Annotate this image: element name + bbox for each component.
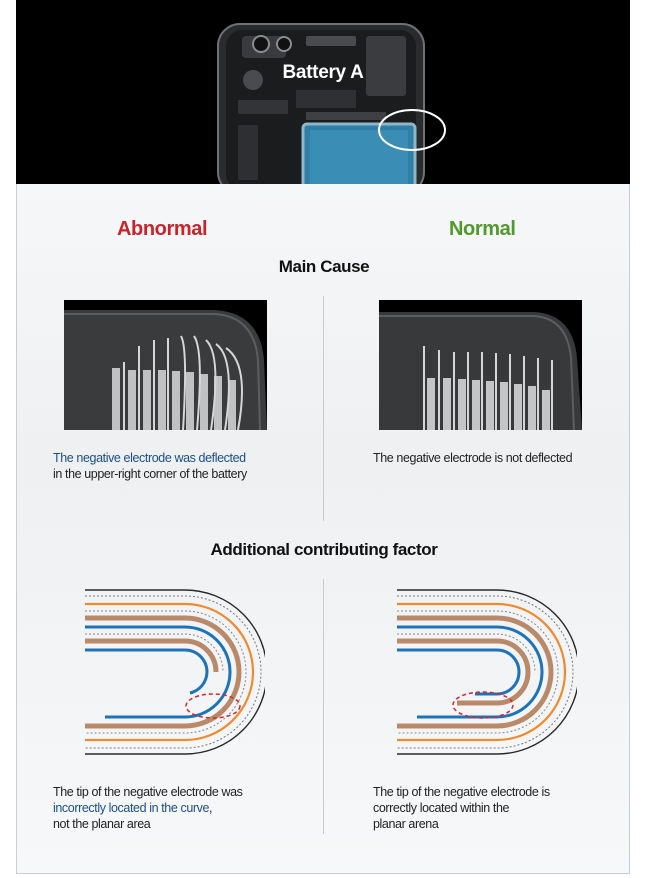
abnormal-heading: Abnormal xyxy=(117,218,208,240)
abnormal-add-comma: , xyxy=(209,801,213,815)
normal-add-line1: The tip of the negative electrode is xyxy=(373,785,550,799)
normal-electrode-layers-diagram xyxy=(397,584,580,759)
main-cause-title: Main Cause xyxy=(278,257,370,276)
normal-main-caption: The negative electrode is not deflected xyxy=(373,451,573,465)
column-divider-lower xyxy=(323,579,324,834)
abnormal-main-caption: The negative electrode was deflected in … xyxy=(53,450,313,482)
abnormal-electrode-layers-diagram xyxy=(85,584,268,759)
normal-add-line3: planar arena xyxy=(373,817,439,831)
abnormal-add-line1: The tip of the negative electrode was xyxy=(53,785,243,799)
normal-xray-image xyxy=(379,300,582,430)
phone-interior-illustration xyxy=(217,23,446,184)
hero-title: Battery A xyxy=(282,62,364,83)
comparison-panel: Abnormal Normal Main Cause xyxy=(16,184,630,874)
column-divider xyxy=(323,296,324,521)
abnormal-main-caption-highlight: The negative electrode was deflected xyxy=(53,451,246,465)
normal-heading: Normal xyxy=(449,218,516,240)
abnormal-additional-caption: The tip of the negative electrode was in… xyxy=(53,784,313,832)
normal-additional-caption: The tip of the negative electrode is cor… xyxy=(373,784,623,832)
additional-factor-title: Additional contributing factor xyxy=(210,540,438,559)
normal-add-line2: correctly located within the xyxy=(373,801,510,815)
abnormal-main-caption-rest: in the upper-right corner of the battery xyxy=(53,467,247,481)
abnormal-xray-image xyxy=(64,300,267,430)
abnormal-add-line3: not the planar area xyxy=(53,817,151,831)
abnormal-add-highlight: incorrectly located in the curve xyxy=(53,801,210,815)
hero-phone-image: Battery A xyxy=(16,0,630,184)
